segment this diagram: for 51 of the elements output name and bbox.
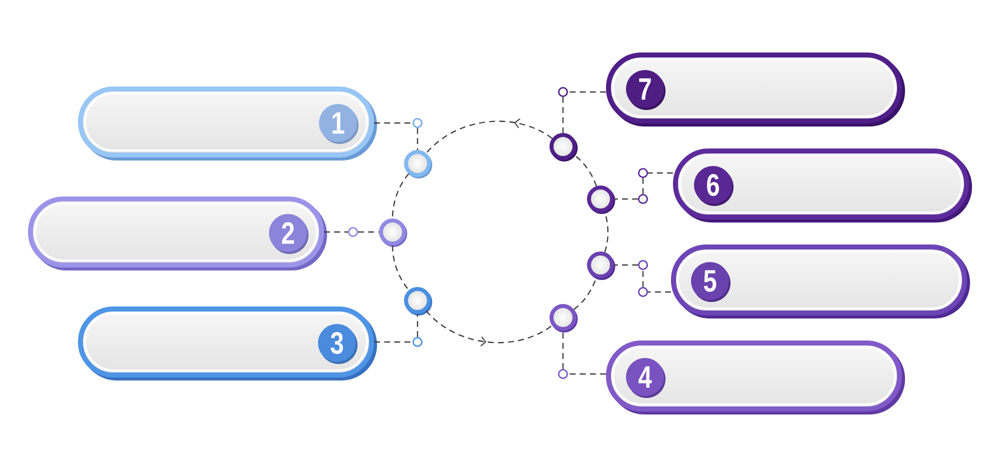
dashed-arc bbox=[573, 154, 597, 186]
number-badge: 5 bbox=[691, 262, 730, 302]
dashed-arc bbox=[604, 212, 609, 252]
pill-box bbox=[78, 86, 378, 160]
dashed-line bbox=[568, 373, 606, 375]
ring bbox=[404, 286, 432, 316]
dashed-line bbox=[324, 231, 348, 233]
pill-box bbox=[672, 148, 972, 222]
number-badge: 1 bbox=[319, 104, 359, 144]
pill-box bbox=[78, 306, 378, 380]
pill-box bbox=[606, 52, 906, 126]
number-badge: 2 bbox=[269, 214, 308, 254]
dashed-line bbox=[568, 91, 606, 93]
small-ring bbox=[412, 336, 422, 347]
small-ring bbox=[638, 260, 648, 270]
small-ring bbox=[638, 168, 648, 178]
dashed-line bbox=[614, 198, 638, 200]
small-ring bbox=[558, 87, 568, 97]
pill-box bbox=[670, 244, 970, 318]
number-badge: 4 bbox=[626, 358, 666, 398]
ring bbox=[587, 251, 616, 280]
dashed-line bbox=[642, 178, 644, 194]
dashed-line bbox=[358, 231, 379, 233]
dashed-line bbox=[562, 97, 564, 133]
pill-box bbox=[606, 340, 906, 414]
dashed-line bbox=[648, 172, 673, 174]
dashed-arc bbox=[392, 173, 410, 218]
number-badge: 7 bbox=[626, 70, 666, 110]
dashed-line bbox=[642, 270, 644, 287]
dashed-line bbox=[416, 314, 418, 337]
ring bbox=[404, 150, 432, 178]
small-ring bbox=[412, 118, 422, 128]
number-badge: 6 bbox=[694, 166, 734, 206]
ring bbox=[587, 186, 616, 214]
ring bbox=[550, 132, 578, 162]
ring bbox=[550, 304, 578, 332]
dashed-arc bbox=[392, 245, 410, 291]
dashed-line bbox=[562, 331, 564, 369]
small-ring bbox=[638, 286, 648, 297]
small-ring bbox=[638, 194, 648, 204]
small-ring bbox=[348, 226, 358, 237]
number-badge: 3 bbox=[318, 324, 358, 364]
ring bbox=[379, 218, 408, 247]
dashed-line bbox=[374, 341, 412, 343]
dashed-line bbox=[374, 122, 412, 124]
dashed-arc bbox=[574, 278, 597, 310]
small-ring bbox=[558, 368, 568, 379]
dashed-line bbox=[614, 264, 638, 266]
dashed-line bbox=[416, 128, 418, 150]
dashed-line bbox=[648, 291, 671, 293]
pill-box bbox=[28, 196, 328, 270]
